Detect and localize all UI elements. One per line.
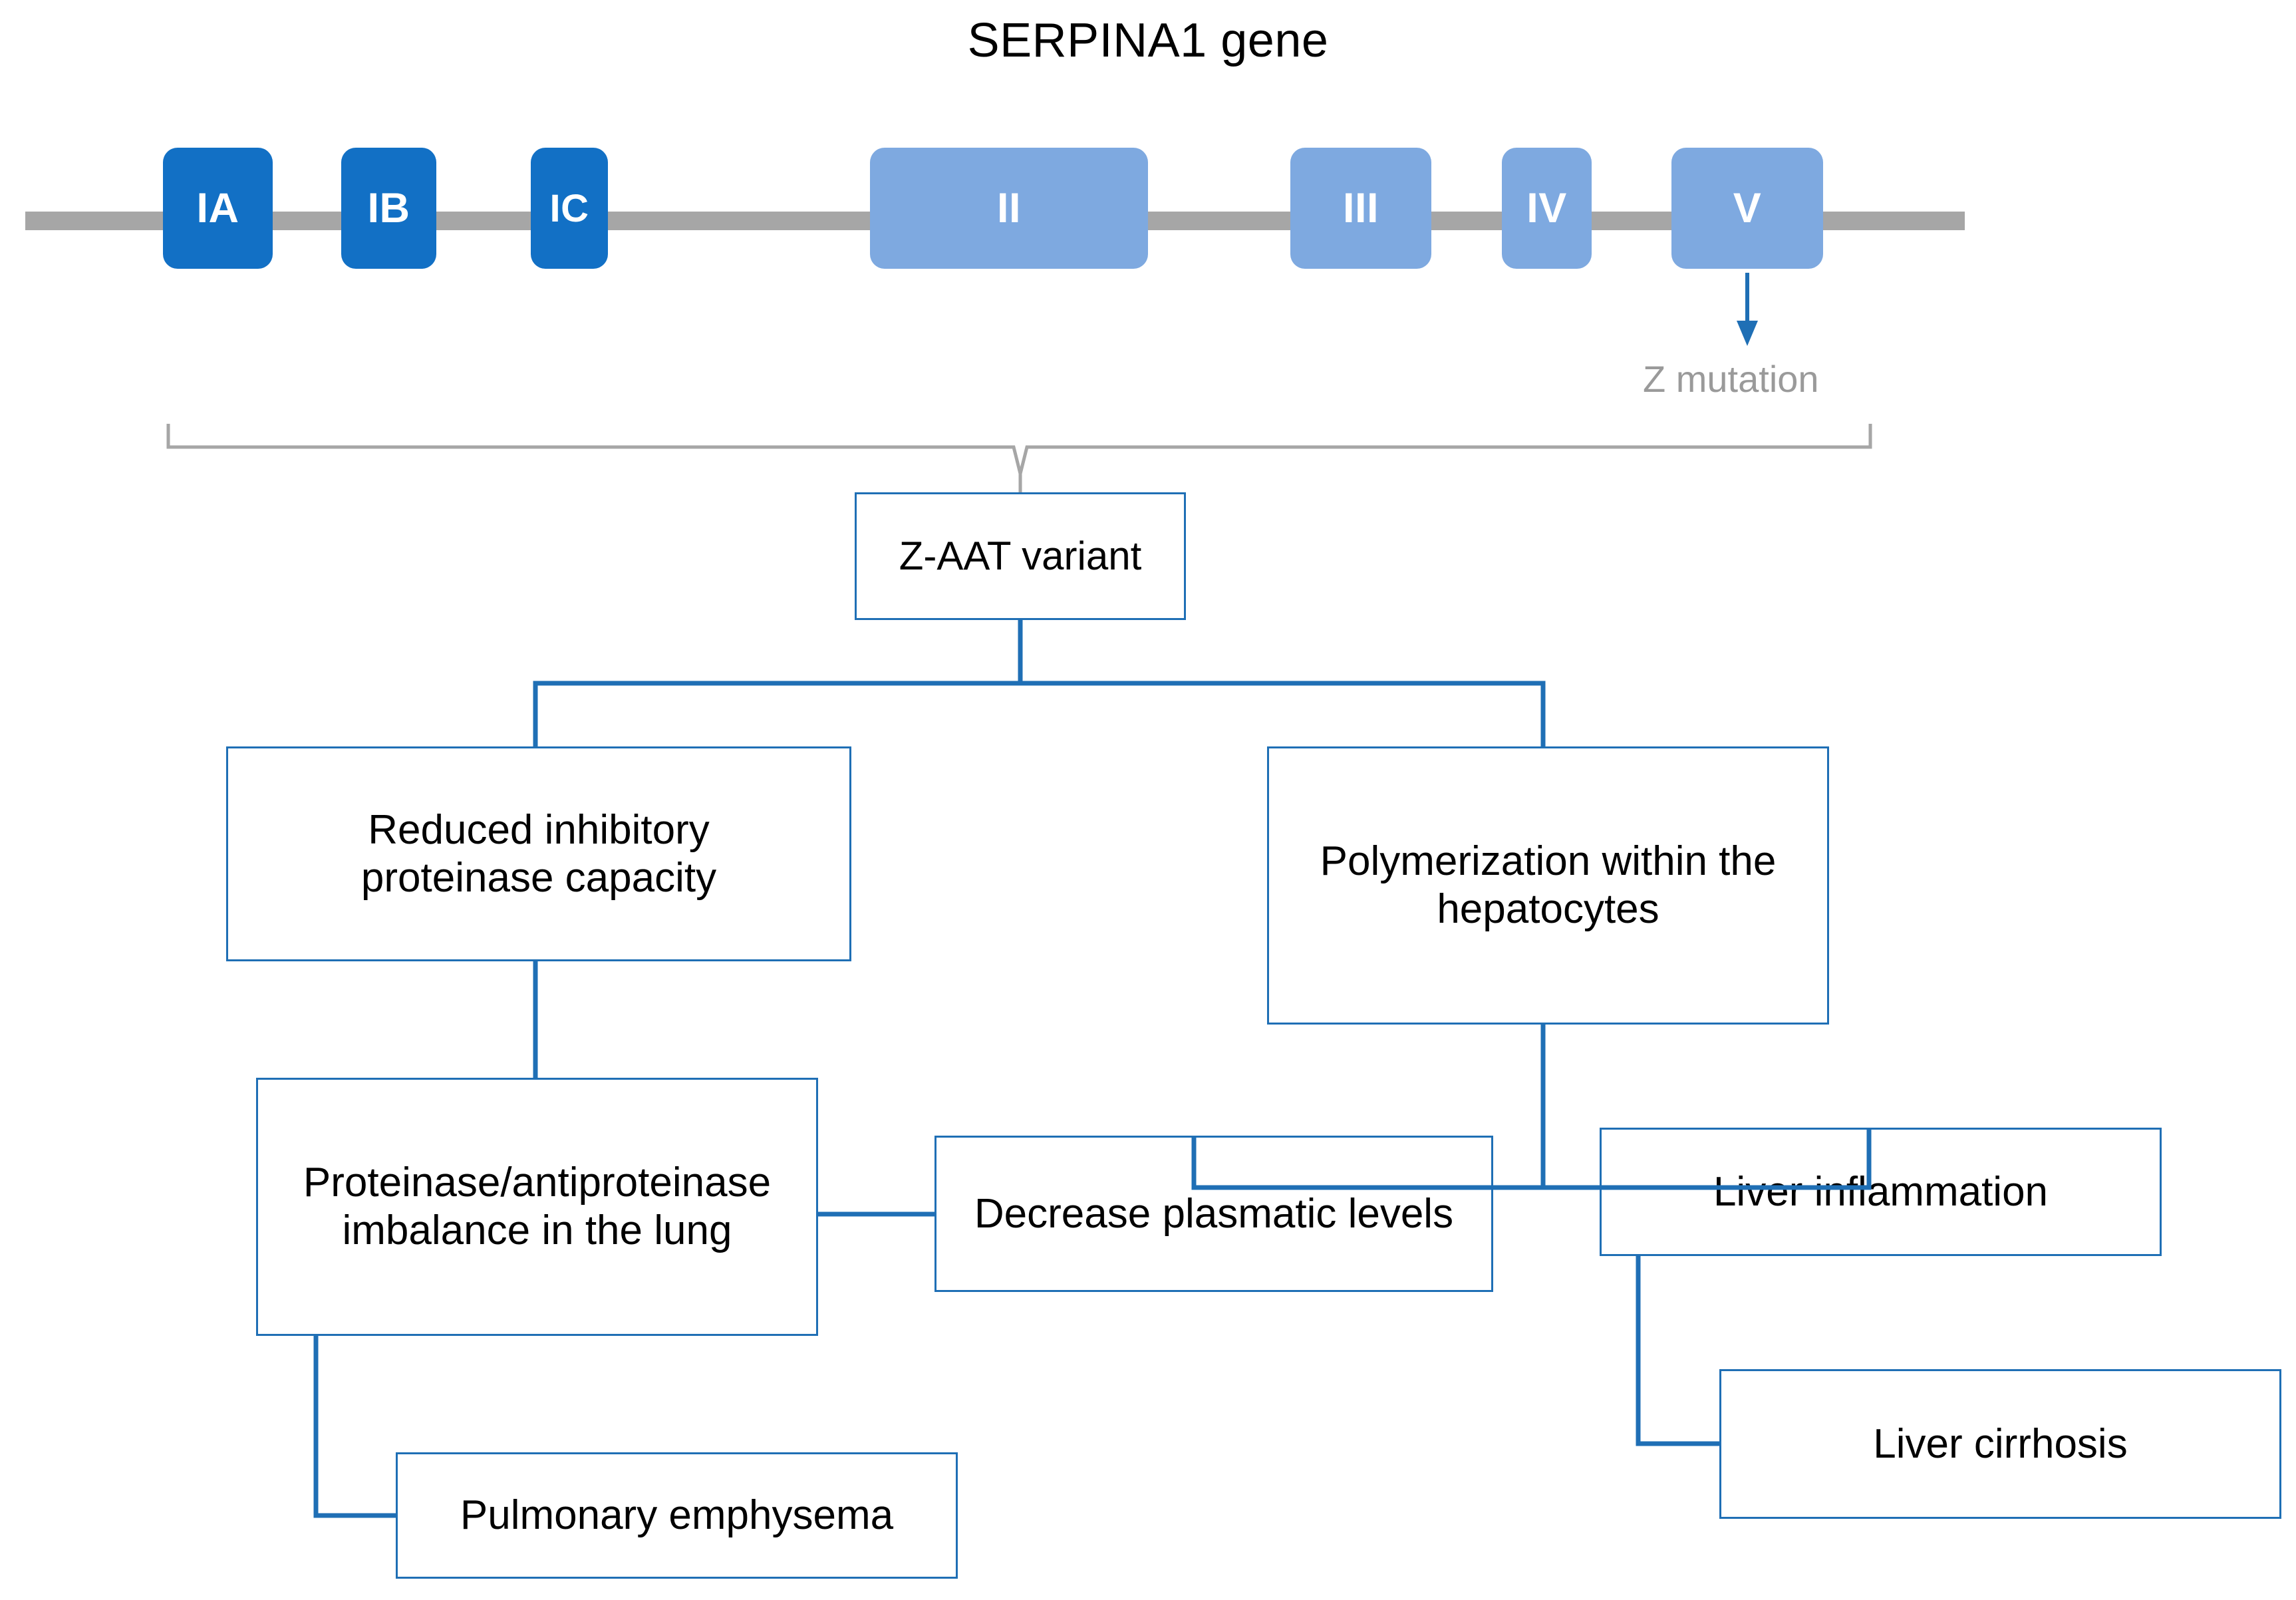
exon-label-IB: IB xyxy=(367,185,410,232)
z-mutation-arrow xyxy=(1737,273,1758,346)
node-liver-cirrhosis[interactable]: Liver cirrhosis xyxy=(1719,1369,2281,1519)
node-label-liver-cirrhosis: Liver cirrhosis xyxy=(1873,1420,2128,1467)
exon-label-IA: IA xyxy=(196,185,239,232)
z-mutation-label: Z mutation xyxy=(1643,358,1819,400)
page-title: SERPINA1 gene xyxy=(967,14,1329,67)
exon-box-II[interactable]: II xyxy=(870,148,1148,269)
gene-span-bracket xyxy=(166,424,1872,474)
exon-label-II: II xyxy=(996,185,1021,232)
exon-box-III[interactable]: III xyxy=(1290,148,1431,269)
node-label-z-aat-variant: Z-AAT variant xyxy=(899,534,1142,579)
node-liver-inflammation[interactable]: Liver inflammation xyxy=(1600,1128,2162,1256)
exon-label-V: V xyxy=(1733,185,1762,232)
node-label-decrease-plasmatic-levels: Decrease plasmatic levels xyxy=(974,1190,1454,1237)
connector-imbalance-to-emphysema xyxy=(313,1336,396,1518)
node-decrease-plasmatic-levels[interactable]: Decrease plasmatic levels xyxy=(934,1136,1493,1292)
exon-box-IA[interactable]: IA xyxy=(163,148,273,269)
exon-label-IC: IC xyxy=(549,186,589,230)
node-pulmonary-emphysema[interactable]: Pulmonary emphysema xyxy=(396,1452,958,1579)
exon-box-IV[interactable]: IV xyxy=(1502,148,1592,269)
node-z-aat-variant[interactable]: Z-AAT variant xyxy=(855,492,1186,620)
node-label-proteinase-antiproteinase-imbalance: Proteinase/antiproteinase imbalance in t… xyxy=(303,1160,772,1253)
node-proteinase-antiproteinase-imbalance[interactable]: Proteinase/antiproteinase imbalance in t… xyxy=(256,1078,818,1336)
node-label-pulmonary-emphysema: Pulmonary emphysema xyxy=(460,1492,894,1539)
exon-box-V[interactable]: V xyxy=(1671,148,1823,269)
node-polymerization-within-hepatocytes[interactable]: Polymerization within the hepatocytes xyxy=(1267,746,1829,1025)
connector-z-aat-split xyxy=(533,620,1546,746)
node-label-polymerization-within-hepatocytes: Polymerization within the hepatocytes xyxy=(1320,838,1777,932)
node-label-reduced-inhibitory-proteinase-capacity: Reduced inhibitory proteinase capacity xyxy=(360,806,717,901)
connector-inflammation-to-cirrhosis xyxy=(1636,1256,1719,1446)
exon-label-III: III xyxy=(1342,185,1379,232)
node-label-liver-inflammation: Liver inflammation xyxy=(1713,1168,2049,1215)
exon-box-IB[interactable]: IB xyxy=(341,148,436,269)
node-reduced-inhibitory-proteinase-capacity[interactable]: Reduced inhibitory proteinase capacity xyxy=(226,746,851,961)
exon-label-IV: IV xyxy=(1526,185,1567,232)
exon-box-IC[interactable]: IC xyxy=(531,148,608,269)
